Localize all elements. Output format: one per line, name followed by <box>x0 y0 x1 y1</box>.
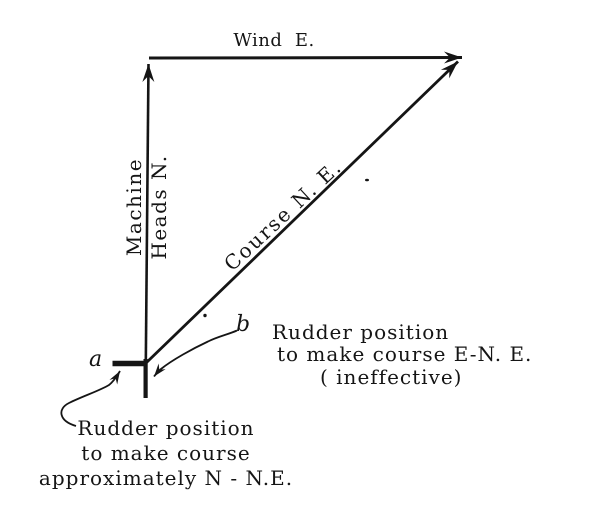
course-vector-line <box>145 60 459 364</box>
point-b-label: b <box>236 312 251 337</box>
leader-arrow-a <box>60 370 121 427</box>
rudder-b-note-line2: to make course E-N. E. <box>277 342 533 366</box>
ink-speck <box>365 178 369 182</box>
rudder-b-note-line1: Rudder position <box>272 320 450 344</box>
ink-speck <box>203 313 207 318</box>
rudder-a-note-line2: to make course <box>81 441 251 465</box>
wind-vector-label: Wind E. <box>233 30 315 51</box>
rudder-b-note-line3: ( ineffective) <box>320 365 463 389</box>
rudder-a-note-line3: approximately N - N.E. <box>38 466 294 490</box>
north-vector-line <box>142 63 155 397</box>
rudder-b-note: Rudder position to make course E-N. E. (… <box>272 321 532 389</box>
machine-heading-label: Machine Heads N. <box>122 147 172 267</box>
machine-heading-line1: Machine <box>122 157 146 257</box>
point-a-label: a <box>89 347 103 372</box>
leader-arrow-b <box>153 329 238 378</box>
rudder-a-note: Rudder position to make course approxima… <box>33 416 299 491</box>
wind-vector-line <box>148 51 463 64</box>
machine-heading-line2: Heads N. <box>147 154 171 260</box>
rudder-a-note-line1: Rudder position <box>77 416 255 440</box>
